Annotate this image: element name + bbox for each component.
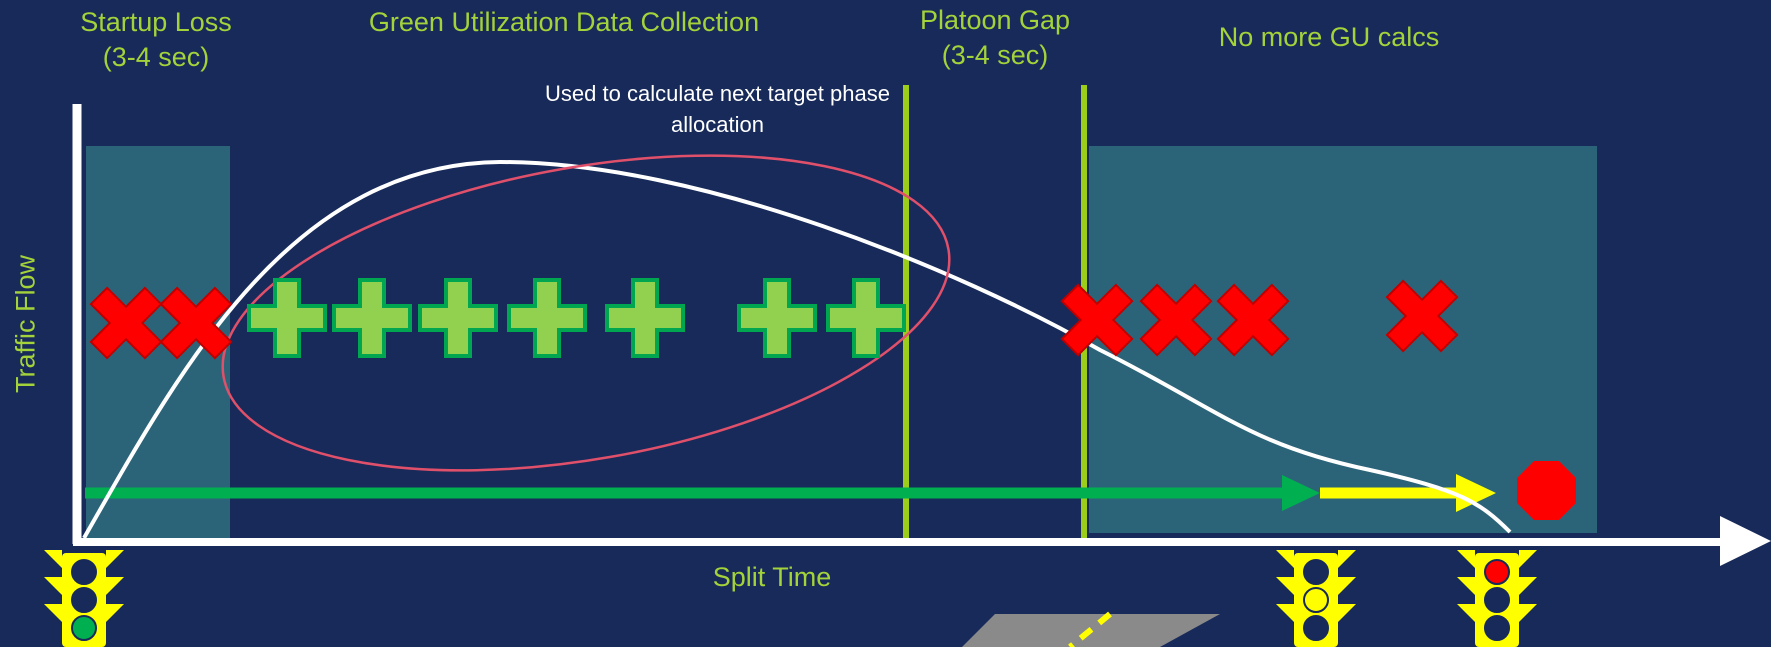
used-to-calculate-line1: Used to calculate next target phase (545, 81, 890, 106)
plus-mark-icon (507, 278, 587, 358)
plus-mark-icon (418, 278, 498, 358)
used-to-calculate-line2: allocation (671, 112, 764, 137)
traffic-signals (44, 550, 1537, 647)
plus-mark-icon (247, 278, 327, 358)
plus-mark-icon (737, 278, 817, 358)
start-signal-icon (44, 550, 124, 647)
startup-loss-time: (3-4 sec) (102, 42, 210, 72)
startup-loss-label: Startup Loss (3-4 sec) (56, 5, 256, 75)
used-to-calculate-note: Used to calculate next target phase allo… (520, 78, 915, 140)
startup-loss-title: Startup Loss (80, 7, 232, 37)
green-time-arrowhead (1282, 475, 1320, 511)
platoon-gap-time: (3-4 sec) (941, 40, 1049, 70)
platoon-gap-label: Platoon Gap (3-4 sec) (900, 3, 1090, 73)
rejected-samples (89, 279, 1459, 360)
road-center-line (1068, 611, 1112, 647)
x-mark-icon (1216, 283, 1290, 357)
red-signal-icon (1457, 550, 1537, 647)
data-collection-ellipse (221, 154, 951, 472)
yellow-signal-icon (1276, 550, 1356, 647)
x-mark-icon (1139, 283, 1213, 357)
x-axis-label: Split Time (712, 562, 832, 592)
gu-collection-label: Green Utilization Data Collection (368, 7, 760, 37)
x-mark-icon (1060, 283, 1134, 357)
plus-mark-icon (826, 278, 906, 358)
x-mark-icon (159, 286, 233, 360)
y-axis-label: Traffic Flow (10, 254, 41, 394)
x-mark-icon (1385, 279, 1459, 353)
plus-mark-icon (605, 278, 685, 358)
traffic-flow-curve (82, 159, 1512, 539)
platoon-gap-title: Platoon Gap (919, 5, 1071, 35)
yellow-time-arrowhead (1456, 474, 1496, 512)
stop-sign-octagon (1517, 461, 1576, 520)
plus-mark-icon (332, 278, 412, 358)
no-more-gu-label: No more GU calcs (1218, 22, 1440, 52)
x-axis-arrowhead (1720, 516, 1771, 566)
accepted-samples (247, 278, 906, 358)
